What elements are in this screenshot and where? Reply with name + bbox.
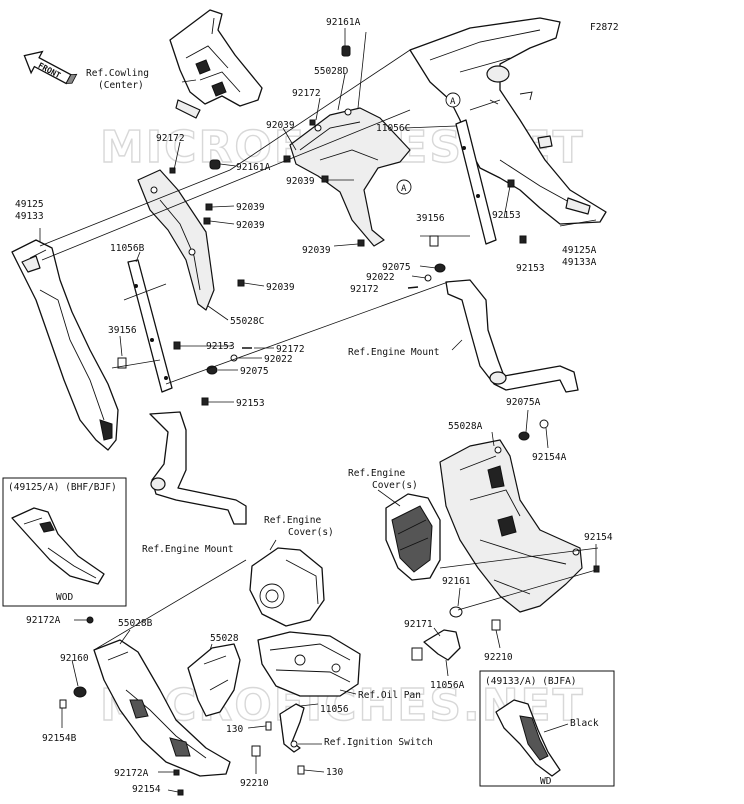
label-55028: 55028 (210, 633, 239, 644)
label-92039-l3: 92039 (266, 282, 295, 293)
inset-right-caption: WD (540, 776, 552, 787)
label-92039-a: 92039 (266, 120, 295, 131)
bracket-11056B (127, 259, 173, 393)
bracket-11056A (411, 629, 461, 661)
callout-a-top: A (445, 92, 461, 108)
label-92161: 92161 (442, 576, 471, 587)
ref-engine-cover-right: Ref.Engine (348, 468, 405, 479)
engine-mount-left (149, 411, 247, 525)
oil-pan-ref (257, 631, 361, 697)
under-cowl-55028B (93, 639, 231, 777)
fairing-right-49125A (409, 17, 607, 225)
label-92160: 92160 (60, 653, 89, 664)
inset-left-box (2, 477, 127, 607)
label-92154: 92154 (584, 532, 613, 543)
label-130-b: 130 (326, 767, 343, 778)
label-92172A-top: 92172A (26, 615, 61, 626)
label-92171: 92171 (404, 619, 433, 630)
label-92154A: 92154A (532, 452, 567, 463)
inset-right-label: Black (570, 718, 599, 729)
label-92154-bottom: 92154 (132, 784, 161, 795)
label-92161A-left: 92161A (236, 162, 271, 173)
label-92039-c: 92039 (302, 245, 331, 256)
label-92153-right1: 92153 (492, 210, 521, 221)
engine-cover-right (385, 493, 441, 581)
label-92022-right: 92022 (366, 272, 395, 283)
label-55028B: 55028B (118, 618, 153, 629)
callout-a-mid: A (396, 179, 412, 195)
svg-text:A: A (450, 97, 456, 107)
ref-engine-mount-right: Ref.Engine Mount (348, 347, 440, 358)
label-92172-left: 92172 (156, 133, 185, 144)
label-55028D: 55028D (314, 66, 349, 77)
label-92075-left: 92075 (240, 366, 269, 377)
label-92172A-bottom: 92172A (114, 768, 149, 779)
inset-right-title: (49133/A) (BJFA) (485, 676, 577, 687)
front-arrow-icon: FRONT (23, 50, 78, 85)
label-92154B: 92154B (42, 733, 77, 744)
label-92172-l2: 92172 (276, 344, 305, 355)
inset-left-caption: WOD (56, 592, 73, 603)
ref-engine-cover-left: Ref.Engine (264, 515, 321, 526)
svg-text:A: A (401, 184, 407, 194)
label-92172-top: 92172 (292, 88, 321, 99)
label-92039-b: 92039 (286, 176, 315, 187)
ref-cowling-label: Ref.Cowling (86, 68, 149, 79)
label-92075-right: 92075 (382, 262, 411, 273)
label-39156-left: 39156 (108, 325, 137, 336)
label-55028A: 55028A (448, 421, 483, 432)
ref-engine-cover-left-sub: Cover(s) (288, 527, 334, 538)
diagram-id: F2872 (590, 22, 619, 33)
bracket-11056C (455, 119, 497, 245)
inset-right-fairing (495, 699, 561, 777)
leader-lines (39, 28, 599, 793)
label-11056A: 11056A (430, 680, 465, 691)
inset-right-box (479, 670, 615, 787)
panel-55028C (137, 169, 215, 311)
label-92022-left: 92022 (264, 354, 293, 365)
label-92039-l2: 92039 (236, 220, 265, 231)
ref-ignition-switch: Ref.Ignition Switch (324, 737, 433, 748)
label-49133A: 49133A (562, 257, 597, 268)
label-11056B: 11056B (110, 243, 145, 254)
inset-left-fairing (11, 507, 105, 585)
ignition-switch-bracket (279, 703, 305, 753)
label-55028C: 55028C (230, 316, 264, 327)
label-92210-right: 92210 (484, 652, 513, 663)
label-11056: 11056 (320, 704, 349, 715)
ref-oil-pan: Ref.Oil Pan (358, 690, 421, 701)
label-39156-right: 39156 (416, 213, 445, 224)
label-49133: 49133 (15, 211, 44, 222)
label-92172-right: 92172 (350, 284, 379, 295)
label-92161A: 92161A (326, 17, 361, 28)
engine-cover-left (249, 547, 325, 627)
ref-engine-mount-left: Ref.Engine Mount (142, 544, 234, 555)
label-92153-l1: 92153 (206, 341, 235, 352)
label-92153-l2: 92153 (236, 398, 265, 409)
panel-55028D (289, 107, 411, 247)
ref-cowling-sub: (Center) (98, 80, 144, 91)
label-92075A: 92075A (506, 397, 541, 408)
cover-55028 (187, 643, 241, 717)
cowling-center-ref (169, 9, 263, 119)
engine-mount-right (445, 279, 579, 393)
inset-left-title: (49125/A) (BHF/BJF) (8, 482, 117, 493)
label-92153-right2: 92153 (516, 263, 545, 274)
label-130-a: 130 (226, 724, 243, 735)
label-92210-bottom: 92210 (240, 778, 269, 789)
label-11056C: 11056C (376, 123, 410, 134)
ref-engine-cover-right-sub: Cover(s) (372, 480, 418, 491)
label-49125A: 49125A (562, 245, 597, 256)
label-49125: 49125 (15, 199, 44, 210)
fairing-left-49125 (11, 239, 119, 451)
label-92039-l1: 92039 (236, 202, 265, 213)
